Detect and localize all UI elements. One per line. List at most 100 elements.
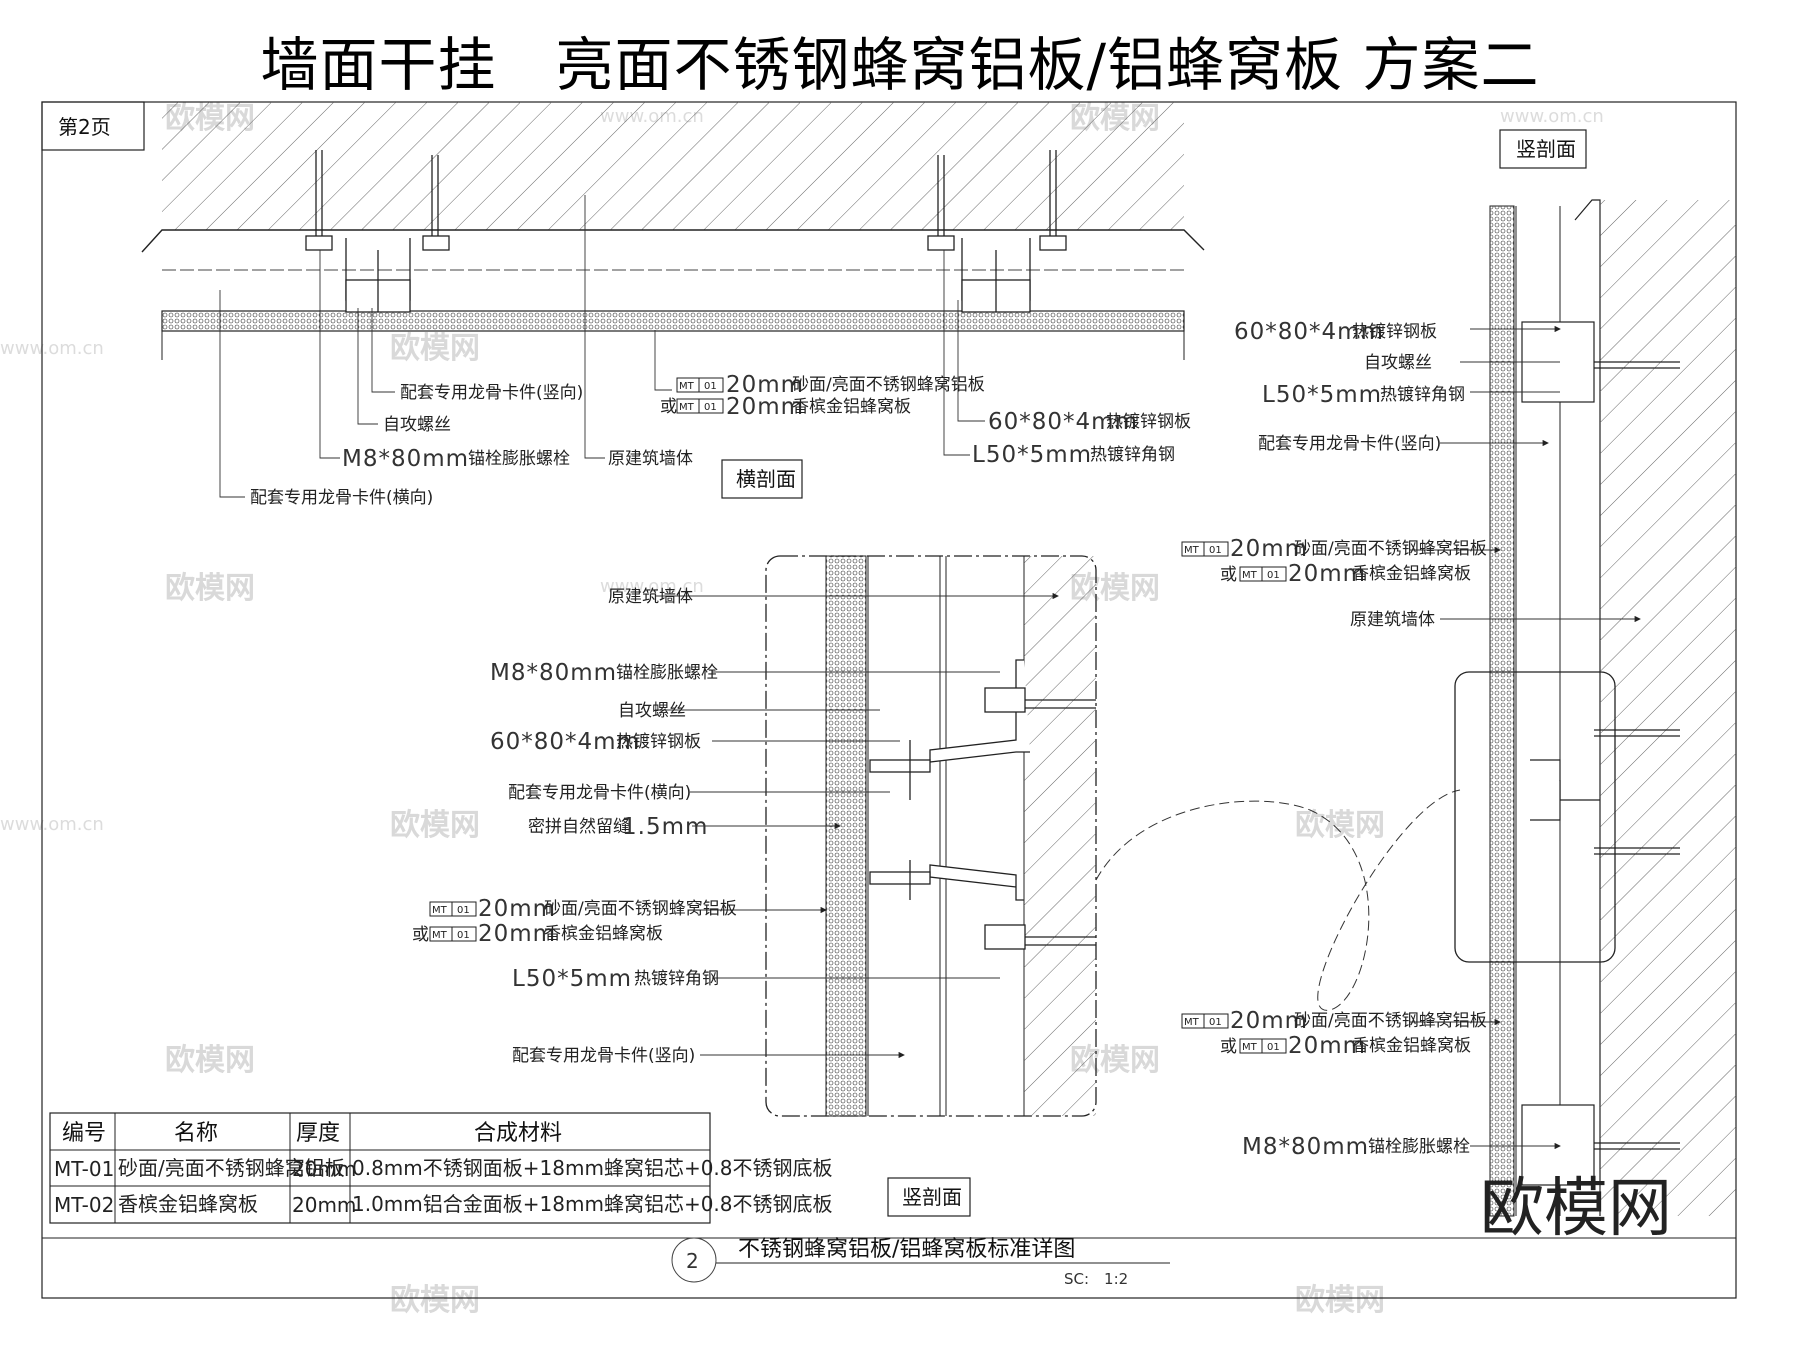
center-label-anchor-bolt-suffix: 锚栓膨胀螺栓 bbox=[616, 663, 718, 683]
label-wall: 原建筑墙体 bbox=[608, 449, 693, 469]
material-tag bbox=[698, 377, 724, 393]
material-tag bbox=[1261, 1038, 1287, 1054]
section-label-horizontal: 横剖面 bbox=[736, 467, 796, 491]
honeycomb-panel bbox=[1489, 205, 1515, 1217]
label-anchor-bolt: M8*80mm bbox=[342, 446, 469, 472]
section-label-box bbox=[887, 1177, 971, 1217]
honeycomb-panel bbox=[161, 310, 1185, 332]
label-steel-plate: 60*80*4mm bbox=[988, 409, 1138, 435]
material-tag bbox=[451, 901, 477, 917]
wall-hatch bbox=[1600, 200, 1736, 1216]
label-panel-b-thk: 20mm bbox=[726, 394, 804, 420]
table-header: 厚度 bbox=[296, 1121, 340, 1146]
table-cell: 香槟金铝蜂窝板 bbox=[118, 1192, 258, 1216]
table-frame bbox=[49, 1112, 711, 1224]
right-label-panel-a-name: 砂面/亮面不锈钢蜂窝铝板 bbox=[1294, 539, 1487, 559]
center-vertical-section: 原建筑墙体 M8*80mm 锚栓膨胀螺栓 自攻螺丝 60*80*4mm 热镀锌钢… bbox=[412, 555, 1097, 1217]
anchor-bolt-group-left bbox=[305, 150, 450, 313]
center-label-joint: 密拼自然留缝 bbox=[528, 817, 630, 837]
material-tag-code: MT bbox=[432, 905, 448, 916]
anchor-bolt-group-right bbox=[927, 150, 1067, 313]
right-label-anchor-bolt-suffix: 锚栓膨胀螺栓 bbox=[1368, 1137, 1470, 1157]
right-label-clip-vertical: 配套专用龙骨卡件(竖向) bbox=[1258, 434, 1441, 454]
center-label-wall: 原建筑墙体 bbox=[608, 587, 693, 607]
right-label-steel-plate-suffix: 热镀锌钢板 bbox=[1352, 322, 1437, 342]
section-label-box bbox=[1499, 129, 1587, 169]
material-tag-code: MT bbox=[1242, 570, 1258, 581]
material-tag-num: 01 bbox=[704, 402, 717, 413]
center-label-panel-b-thk: 20mm bbox=[478, 921, 556, 947]
watermark-brand: 欧模网 bbox=[390, 331, 480, 366]
table-header: 编号 bbox=[62, 1121, 106, 1146]
right-label-panel-b-name: 香槟金铝蜂窝板 bbox=[1352, 564, 1471, 584]
center-label-angle-steel-suffix: 热镀锌角钢 bbox=[634, 969, 719, 989]
wall-hatch bbox=[1024, 556, 1096, 1116]
right-label-or: 或 bbox=[1220, 565, 1237, 585]
label-anchor-bolt-suffix: 锚栓膨胀螺栓 bbox=[468, 449, 570, 469]
footer-title: 不锈钢蜂窝铝板/铝蜂窝板标准详图 bbox=[738, 1237, 1075, 1262]
label-angle-steel-suffix: 热镀锌角钢 bbox=[1090, 445, 1175, 465]
honeycomb-panel bbox=[825, 555, 867, 1117]
material-tag-num: 01 bbox=[457, 905, 470, 916]
label-clip-horizontal: 配套专用龙骨卡件(横向) bbox=[250, 488, 433, 508]
detail-number-circle bbox=[671, 1237, 717, 1283]
page-label: 第2页 bbox=[58, 115, 111, 139]
watermark-brand: 欧模网 bbox=[165, 1043, 255, 1078]
footer-scale: SC: 1:2 bbox=[1064, 1270, 1128, 1288]
table-header: 名称 bbox=[174, 1121, 218, 1146]
material-tag-code: MT bbox=[432, 930, 448, 941]
section-label-box bbox=[721, 459, 803, 499]
material-tag-num: 01 bbox=[1209, 545, 1222, 556]
table-cell: 20mm bbox=[292, 1193, 356, 1217]
brand-logo: 欧模网 bbox=[1480, 1172, 1672, 1246]
table-cell: 1.0mm铝合金面板+18mm蜂窝铝芯+0.8不锈钢底板 bbox=[352, 1192, 833, 1216]
right-label-steel-plate: 60*80*4mm bbox=[1234, 319, 1384, 345]
table-cell: 0.8mm不锈钢面板+18mm蜂窝铝芯+0.8不锈钢底板 bbox=[352, 1156, 833, 1180]
label-self-tap-screw: 自攻螺丝 bbox=[383, 415, 451, 435]
watermark-brand: 欧模网 bbox=[1295, 1283, 1385, 1318]
section-label-vertical-center: 竖剖面 bbox=[902, 1185, 962, 1209]
wall-face bbox=[141, 229, 1205, 253]
watermark-url: www.om.cn bbox=[0, 338, 104, 359]
center-label-steel-plate: 60*80*4mm bbox=[490, 729, 640, 755]
label-panel-b-name: 香槟金铝蜂窝板 bbox=[792, 397, 911, 417]
right-label-wall: 原建筑墙体 bbox=[1350, 610, 1435, 630]
material-table: 编号 名称 厚度 合成材料 MT-01 砂面/亮面不锈钢蜂窝铝板 20mm 0.… bbox=[49, 1112, 833, 1224]
material-tag-num: 01 bbox=[1267, 570, 1280, 581]
material-tag bbox=[698, 398, 724, 414]
right-vertical-section: 竖剖面 60*80*4mm 热镀锌钢板 自攻螺 bbox=[1181, 129, 1736, 1217]
watermark-brand: 欧模网 bbox=[1295, 808, 1385, 843]
center-label-panel-b-name: 香槟金铝蜂窝板 bbox=[544, 924, 663, 944]
material-tag-num: 01 bbox=[1267, 1042, 1280, 1053]
label-panel-a-name: 砂面/亮面不锈钢蜂窝铝板 bbox=[792, 375, 985, 395]
table-cell: MT-01 bbox=[54, 1157, 114, 1181]
center-label-or: 或 bbox=[412, 925, 429, 945]
detail-number: 2 bbox=[686, 1249, 699, 1273]
material-tag bbox=[1203, 1013, 1229, 1029]
label-angle-steel: L50*5mm bbox=[972, 442, 1092, 468]
right-label-angle-steel-suffix: 热镀锌角钢 bbox=[1380, 385, 1465, 405]
material-tag-num: 01 bbox=[704, 381, 717, 392]
right-label-or-2: 或 bbox=[1220, 1037, 1237, 1057]
center-label-self-tap-screw: 自攻螺丝 bbox=[618, 701, 686, 721]
material-tag-code: MT bbox=[679, 381, 695, 392]
watermark-url: www.om.cn bbox=[1500, 106, 1604, 127]
page-title: 墙面干挂 亮面不锈钢蜂窝铝板/铝蜂窝板 方案二 bbox=[260, 31, 1540, 99]
watermark-brand: 欧模网 bbox=[165, 571, 255, 606]
material-tag-code: MT bbox=[1184, 545, 1200, 556]
footer-title-block: 2 不锈钢蜂窝铝板/铝蜂窝板标准详图 SC: 1:2 bbox=[42, 1237, 1736, 1288]
center-label-angle-steel: L50*5mm bbox=[512, 966, 632, 992]
center-label-steel-plate-suffix: 热镀锌钢板 bbox=[616, 732, 701, 752]
right-leaders bbox=[1410, 325, 1641, 1150]
page-label-box bbox=[41, 101, 145, 151]
center-label-clip-horizontal: 配套专用龙骨卡件(横向) bbox=[508, 783, 691, 803]
center-leaders bbox=[655, 592, 1059, 1059]
table-cell: 20mm bbox=[292, 1157, 356, 1181]
material-tag bbox=[1261, 566, 1287, 582]
center-label-panel-a-thk: 20mm bbox=[478, 896, 556, 922]
right-label-self-tap-screw: 自攻螺丝 bbox=[1364, 353, 1432, 373]
right-label-angle-steel: L50*5mm bbox=[1262, 382, 1382, 408]
material-tag-code: MT bbox=[679, 402, 695, 413]
detail-link-curve bbox=[1095, 789, 1461, 1011]
